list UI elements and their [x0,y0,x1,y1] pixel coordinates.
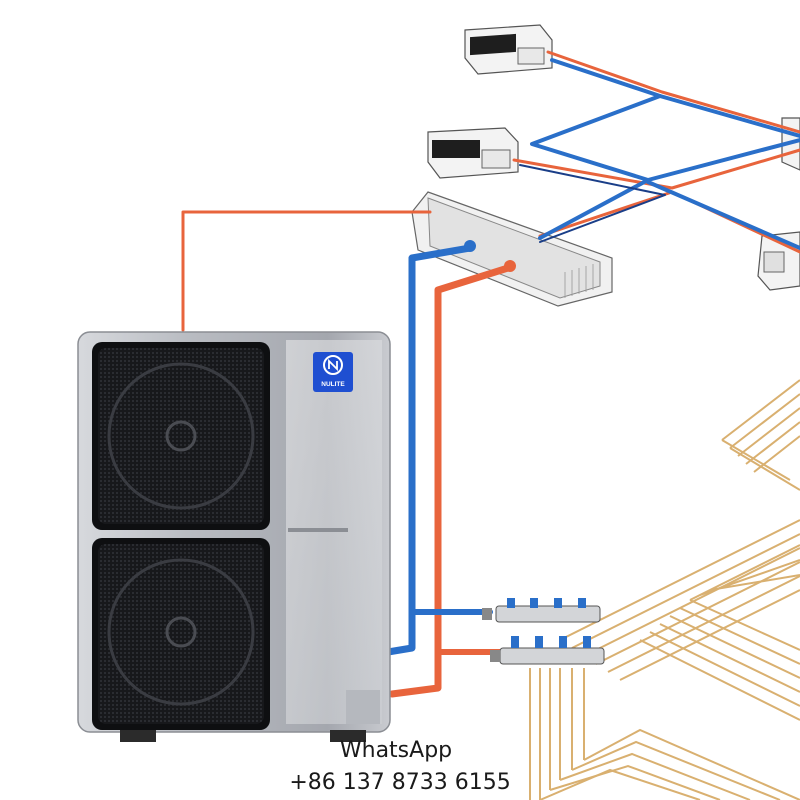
main-pipes [384,240,516,698]
fan-coil-unit-1 [464,24,553,75]
lower-fan-grille [92,538,270,730]
unit-label [288,528,348,532]
heat-pump-outdoor-unit [77,331,391,742]
whatsapp-number: +86 137 8733 6155 [289,770,511,795]
fan-coil-unit-2 [427,127,519,179]
floor-heating-loops [529,379,800,800]
fan-coil-piping [181,50,800,332]
logo-text: NULITE [321,381,345,388]
upper-fan-grille [92,342,270,530]
whatsapp-label: WhatsApp [339,738,453,763]
nulite-logo: NULITE [313,352,353,392]
floor-heating-manifold [482,598,605,665]
fan-coil-unit-5 [411,191,613,307]
